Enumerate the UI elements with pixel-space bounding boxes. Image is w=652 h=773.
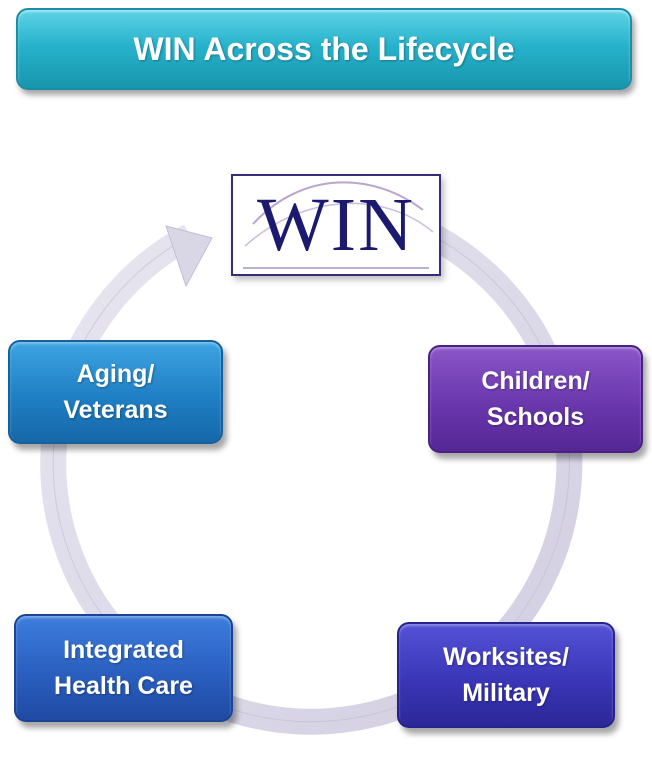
node-children-schools: Children/ Schools: [428, 345, 643, 453]
node-worksites-military: Worksites/ Military: [397, 622, 615, 728]
node-label-line1: Worksites/: [443, 642, 569, 671]
cycle-arrowhead: [165, 225, 213, 288]
node-label-line2: Veterans: [63, 396, 168, 424]
node-label-line1: Children/: [481, 366, 590, 395]
diagram-title: WIN Across the Lifecycle: [133, 30, 515, 67]
node-label-line1: Integrated: [63, 635, 184, 664]
logo-text: WIN: [257, 183, 415, 267]
win-logo: WIN: [231, 174, 441, 276]
node-label-line2: Health Care: [54, 672, 193, 700]
node-label-line1: Aging/: [76, 359, 155, 388]
logo-swoosh-graphic: [243, 181, 434, 269]
node-integrated-health-care: Integrated Health Care: [14, 614, 233, 722]
node-label-line2: Schools: [486, 403, 585, 431]
node-aging-veterans: Aging/ Veterans: [8, 340, 223, 444]
node-label-line2: Military: [462, 679, 550, 707]
title-banner: WIN Across the Lifecycle: [16, 8, 632, 90]
